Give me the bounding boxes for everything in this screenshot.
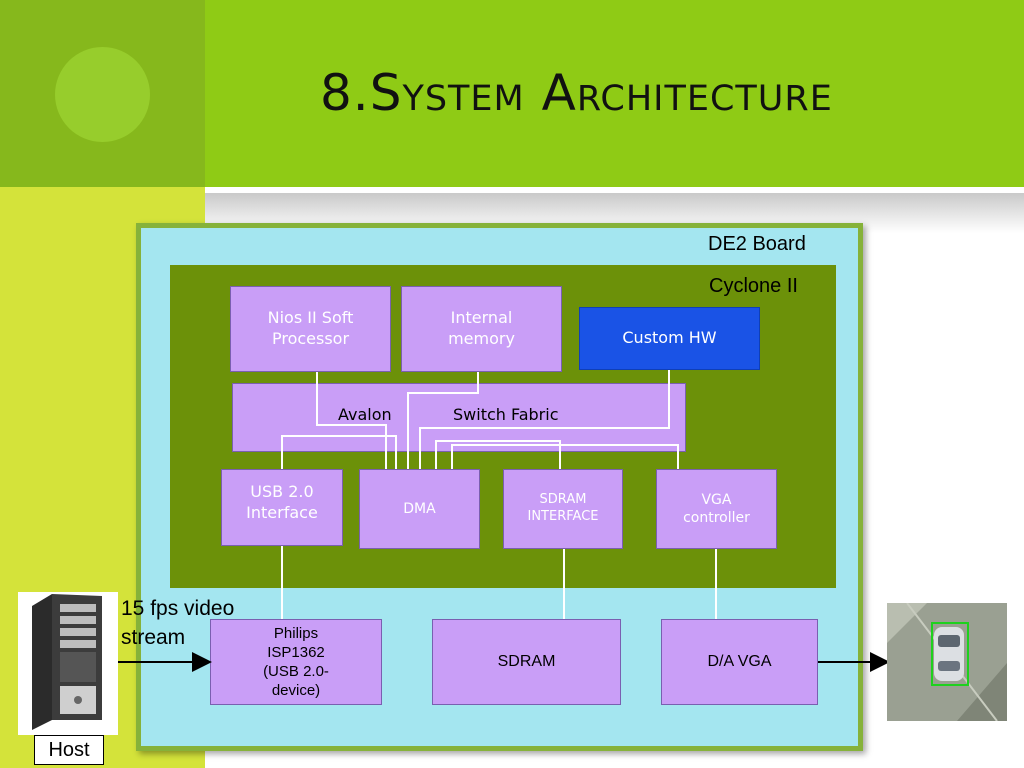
da-vga-box: D/A VGA bbox=[661, 619, 818, 705]
avalon-label: Avalon bbox=[338, 405, 392, 424]
dma-box: DMA bbox=[359, 469, 480, 549]
host-label: Host bbox=[34, 735, 104, 765]
video-stream-label: 15 fps video stream bbox=[121, 597, 235, 650]
title-divider bbox=[205, 187, 1024, 193]
custom-hw-box: Custom HW bbox=[579, 307, 760, 370]
host-computer-icon bbox=[18, 592, 118, 735]
cyclone-ii-label: Cyclone II bbox=[709, 275, 798, 297]
philips-isp1362-box: Philips ISP1362 (USB 2.0- device) bbox=[210, 619, 382, 705]
vga-controller-box: VGA controller bbox=[656, 469, 777, 549]
slide-title: 8.System Architecture bbox=[320, 64, 833, 122]
nios-processor-box: Nios II Soft Processor bbox=[230, 286, 391, 372]
de2-board-label: DE2 Board bbox=[708, 233, 806, 255]
title-band bbox=[205, 0, 1024, 187]
usb-interface-box: USB 2.0 Interface bbox=[221, 469, 343, 546]
sdram-box: SDRAM bbox=[432, 619, 621, 705]
switch-fabric-label: Switch Fabric bbox=[453, 405, 559, 424]
car-detection-image bbox=[887, 603, 1007, 721]
internal-memory-box: Internal memory bbox=[401, 286, 562, 372]
decorative-circle bbox=[55, 47, 150, 142]
sdram-interface-box: SDRAM INTERFACE bbox=[503, 469, 623, 549]
